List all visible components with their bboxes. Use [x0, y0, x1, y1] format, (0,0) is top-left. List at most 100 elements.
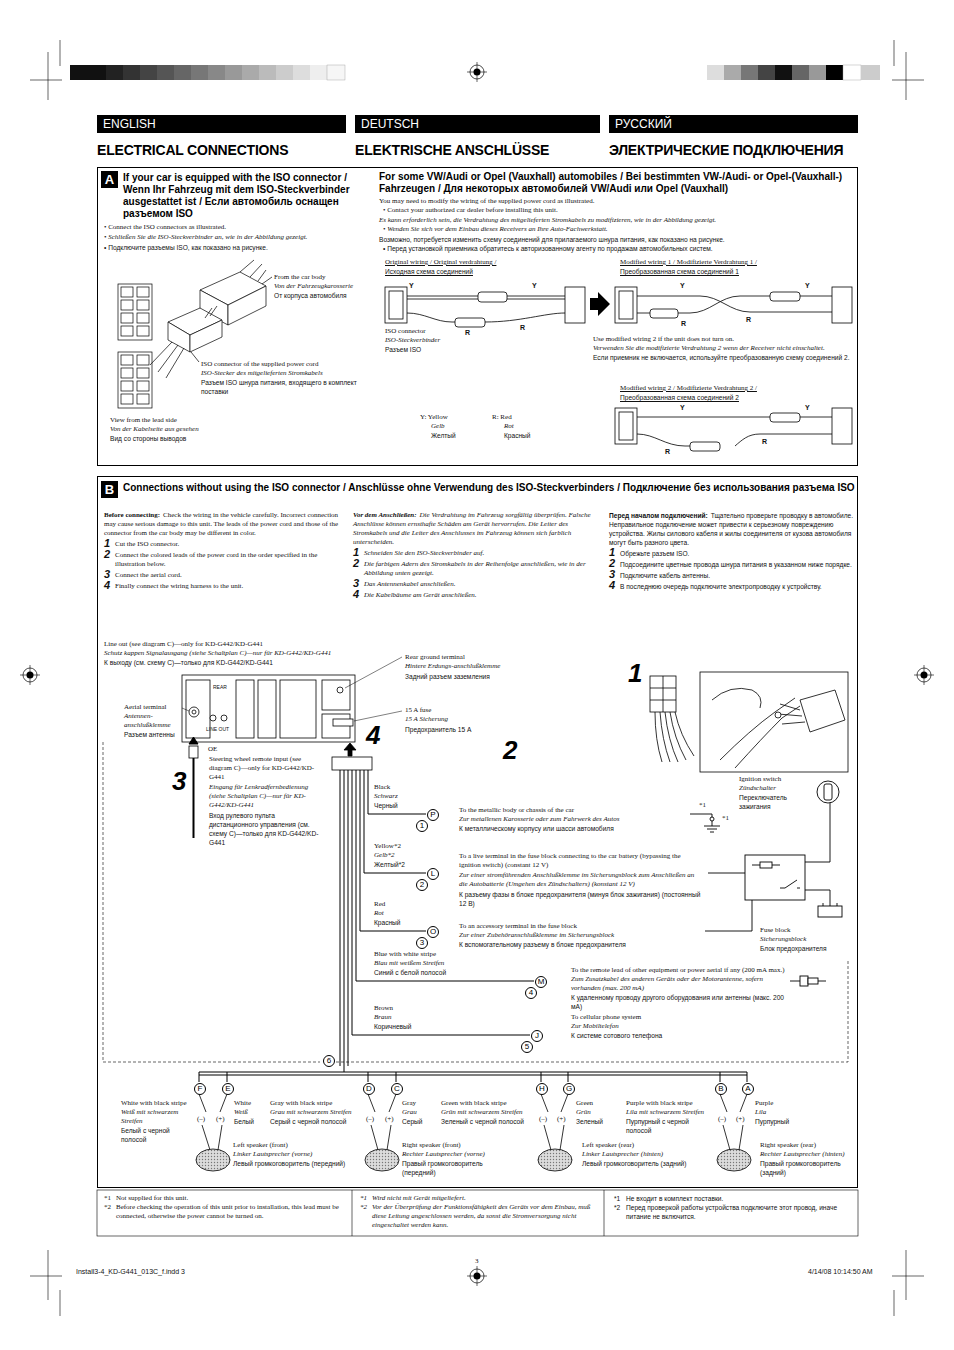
marker-letter: C — [394, 1085, 400, 1093]
caption-text-de: • Wenden Sie sich vor dem Einbau dieses … — [383, 225, 851, 234]
illustration-part — [20, 665, 40, 685]
cutting-illustration — [720, 698, 805, 768]
marker-letter: 6 — [327, 1057, 331, 1065]
color-bar — [70, 65, 88, 80]
caption-text-de: Zur metallenen Karosserie oder zum Fahrw… — [459, 815, 679, 824]
head-unit-rear — [192, 710, 196, 714]
wire-destinations — [818, 906, 842, 917]
caption-text: (+) — [216, 1115, 225, 1124]
caption-text: To the metallic body or chassis of the c… — [459, 806, 679, 815]
color-bar — [157, 65, 174, 80]
caption-text-ru: • Перед установкой приемника обратитесь … — [383, 244, 851, 253]
color-bar — [724, 65, 741, 80]
caption-text: Gray with black stripe — [270, 1099, 362, 1108]
caption-text: Red — [374, 900, 385, 909]
marker-letter: 3 — [420, 939, 424, 947]
caption-text: Right speaker (front) — [402, 1141, 514, 1150]
wire-destinations — [800, 976, 808, 986]
color-bar — [191, 65, 208, 80]
cutting-illustration — [712, 688, 761, 708]
caption-text: Original wiring / Original verdrahtung / — [385, 258, 496, 267]
color-bar — [276, 65, 293, 80]
iso-connector-pinout — [137, 313, 149, 323]
caption-text-ru: Синий с белой полосой — [374, 968, 446, 977]
caption-text-de: Linker Lautsprecher (vorne) — [233, 1150, 348, 1159]
marker-letter: B — [718, 1085, 723, 1093]
iso-connector-pinout — [121, 313, 133, 323]
color-bar — [242, 65, 259, 80]
caption-text: *2 — [104, 1203, 111, 1212]
iso-connector-pinout — [118, 352, 152, 408]
caption-text: Aerial terminal — [124, 703, 182, 712]
wire-destinations — [808, 978, 818, 984]
marker-letter: D — [366, 1085, 372, 1093]
caption-text-de: Rechter Lautsprecher (vorne) — [402, 1150, 514, 1159]
caption-text-ru: Преобразованная схема соединений 1 — [620, 267, 739, 276]
wiring-modified-1 — [615, 287, 852, 323]
wiring-modified-2 — [735, 434, 832, 446]
caption-text-ru: Правый громкоговоритель (задний) — [760, 1159, 854, 1177]
caption-text-ru: Обрежьте разъем ISO. — [620, 549, 854, 558]
wire-destinations — [690, 814, 720, 832]
caption-text-ru: Вид со стороны выводов — [110, 434, 186, 443]
wire-color-code: R — [746, 316, 751, 324]
lead-in: Перед началом подключений: — [609, 511, 708, 520]
speaker-wiring — [199, 1094, 747, 1150]
marker-letter: A — [745, 1085, 750, 1093]
caption-text-de: Grün — [576, 1108, 591, 1117]
section-heading: For some VW/Audi or Opel (Vauxhall) auto… — [379, 171, 851, 195]
caption-text-de: Gelb — [431, 422, 445, 431]
caption-text-ru: Разъем антенны — [124, 730, 182, 739]
caption-text: Gray — [402, 1099, 416, 1108]
step-number: 1 — [104, 538, 110, 549]
wiring-modified-2 — [615, 408, 637, 444]
iso-connector-pinout — [121, 326, 133, 336]
cutting-illustration — [800, 690, 845, 732]
caption-text: From the car body — [274, 273, 326, 282]
caption-text: Cut the ISO connector. — [115, 540, 347, 549]
color-bar — [208, 65, 225, 80]
caption-text: White — [234, 1099, 251, 1108]
wiring-modified-1 — [832, 287, 852, 323]
caption-text: ISO connector — [385, 327, 426, 336]
head-unit-rear — [337, 687, 343, 693]
caption-text-de: Es kann erforderlich sein, die Verdrahtu… — [379, 216, 851, 225]
caption-text: Check the wiring in the vehicle carefull… — [104, 511, 344, 538]
caption-text: To cellular phone system — [571, 1013, 641, 1022]
iso-connector-pinout — [137, 287, 149, 297]
caption-text-ru: Подсоедините цветные провода шнура питан… — [620, 560, 854, 569]
caption-text-ru: Исходная схема соединений — [385, 267, 473, 276]
caption-text-de: Hintere Erdungs-anschlußklemme — [405, 662, 500, 671]
caption-text-de: Grau — [402, 1108, 417, 1117]
caption-text-ru: Пурпурный — [755, 1117, 789, 1126]
step-number: 4 — [609, 580, 615, 591]
caption-text-ru: Серый — [402, 1117, 423, 1126]
caption-text-de: Grün mit schwarzem Streifen — [441, 1108, 534, 1117]
wiring-modified-1 — [770, 292, 800, 301]
caption-text-ru: Разъем ISO — [385, 345, 421, 354]
caption-text-de: Zündschalter — [739, 784, 809, 793]
caption-text: Ignition switch — [739, 775, 809, 784]
color-bar — [758, 65, 775, 80]
marker-letter: H — [539, 1085, 545, 1093]
caption-text-de: Schwarz — [374, 792, 398, 801]
footnote-frame — [97, 1190, 858, 1236]
wiring-original — [565, 287, 585, 323]
caption-text-ru: К удаленному проводу другого оборудовани… — [571, 993, 786, 1011]
not-supplied-boundary — [103, 742, 848, 1062]
wire-marker: 6 — [323, 1055, 335, 1067]
caption-text-ru: *1 — [614, 1194, 620, 1203]
iso-connector-pinout — [137, 326, 149, 336]
caption-text-de: Wird nicht mit Gerät mitgeliefert. — [372, 1194, 598, 1203]
caption-text-ru: Левый громкоговоритель (задний) — [582, 1159, 700, 1168]
illustration-part — [467, 62, 487, 82]
wire-marker: H — [536, 1083, 548, 1095]
caption-text: (–) — [718, 1115, 726, 1124]
caption-text: Rear ground terminal — [405, 653, 465, 662]
wiring-modified-1 — [650, 309, 678, 318]
wiring-original — [407, 313, 565, 322]
caption-text: • Connect the ISO connectors as illustra… — [104, 223, 359, 232]
step-number: 3 — [609, 569, 615, 580]
wire-marker: D — [363, 1083, 375, 1095]
head-unit-rear — [280, 680, 316, 738]
